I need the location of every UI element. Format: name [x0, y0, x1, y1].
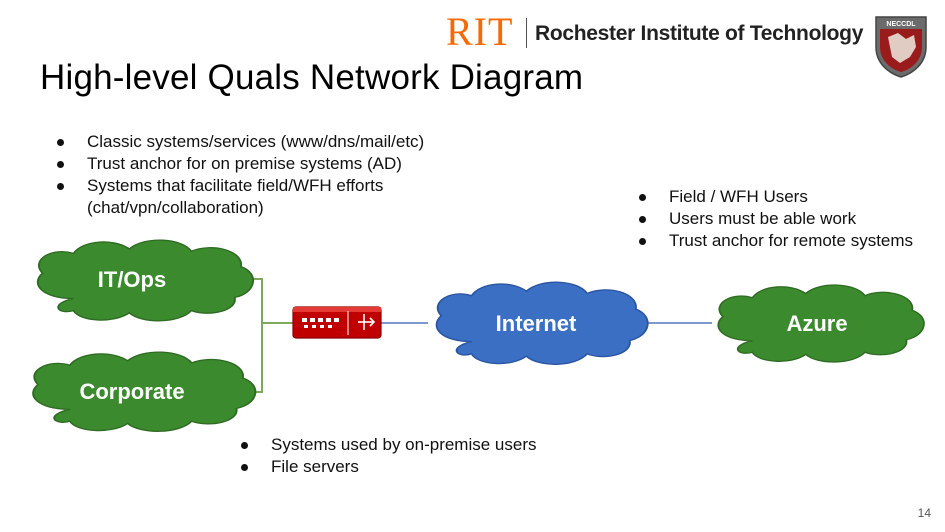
page-number: 14 — [917, 506, 931, 520]
itops-cloud: IT/Ops — [36, 239, 255, 322]
badge-text: NECCDL — [886, 21, 916, 28]
azure-label: Azure — [786, 311, 847, 336]
rit-logo-name: Rochester Institute of Technology — [535, 22, 864, 45]
corporate-cloud: Corporate — [32, 351, 257, 433]
neccdl-badge-icon: NECCDL — [875, 16, 927, 78]
list-item: Field / WFH Users — [635, 186, 945, 208]
list-item: Classic systems/services (www/dns/mail/e… — [53, 131, 493, 153]
page-title: High-level Quals Network Diagram — [40, 58, 584, 97]
itops-label: IT/Ops — [98, 267, 166, 292]
list-item: Systems used by on-premise users — [237, 434, 637, 456]
itops-bullet-list: Classic systems/services (www/dns/mail/e… — [53, 131, 493, 219]
list-item: Trust anchor for remote systems — [635, 230, 945, 252]
internet-label: Internet — [496, 311, 577, 336]
logo-divider — [526, 18, 527, 48]
corporate-label: Corporate — [79, 379, 184, 404]
list-item: Users must be able work — [635, 208, 945, 230]
azure-cloud: Azure — [717, 284, 925, 363]
rit-logo-mark: RIT — [446, 9, 514, 54]
list-item: Systems that facilitate field/WFH effort… — [53, 175, 493, 219]
list-item: File servers — [237, 456, 637, 478]
internet-cloud: Internet — [435, 281, 649, 366]
list-item: Trust anchor for on premise systems (AD) — [53, 153, 493, 175]
remote-bullet-list: Field / WFH Users Users must be able wor… — [635, 186, 945, 252]
onprem-bullet-list: Systems used by on-premise users File se… — [237, 434, 637, 478]
firewall-icon — [292, 306, 382, 339]
